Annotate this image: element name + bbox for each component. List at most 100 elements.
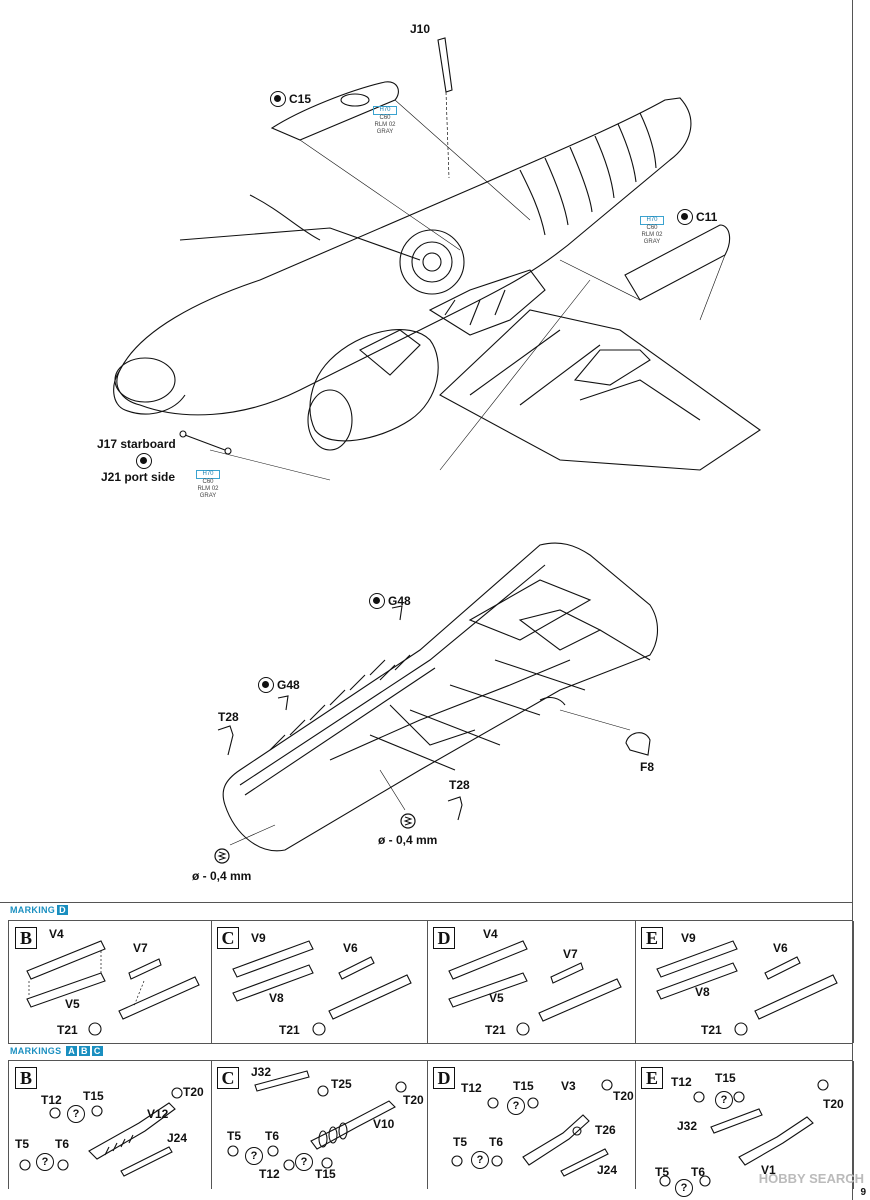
part-label: T21 [701,1023,722,1037]
page-number: 9 [860,1187,866,1198]
marking-panel: E T12 T15 T20 J32 T5 T6 V1 ? ? [635,1061,854,1197]
part-label: T6 [55,1137,70,1151]
marking-panel: B V4 V7 V5 T21 [9,921,212,1043]
paint-callout: H70 C60 RLM 02 GRAY [373,106,397,135]
part-label-c15: C15 [289,92,312,106]
part-label: V5 [65,997,80,1011]
glue-icon [369,593,385,609]
marking-letter: C [217,1067,239,1089]
part-label: V6 [773,941,788,955]
page-border-right [852,0,853,1200]
watermark: HOBBY SEARCH [758,1171,864,1186]
part-label-g48: G48 [388,594,411,608]
part-label: T6 [265,1129,280,1143]
part-label: J24 [167,1131,188,1145]
part-label: J24 [597,1163,618,1177]
exhaust-drawing [227,1070,407,1171]
marking-letter: E [641,1067,663,1089]
part-label: T21 [57,1023,78,1037]
exhaust-drawing [656,940,838,1036]
part-label: T5 [227,1129,242,1143]
part-label: V4 [49,927,64,941]
part-label: V8 [269,991,284,1005]
part-label: T12 [461,1081,482,1095]
part-label: V10 [373,1117,395,1131]
optional-part-icon: ? [67,1105,85,1123]
part-label: V3 [561,1079,576,1093]
part-label: V8 [695,985,710,999]
marking-panel: C J32 T25 T20 V10 T5 T6 T12 T15 ? ? [211,1061,428,1189]
panel-row: B V4 V7 V5 T21 C V9 V6 [8,920,854,1044]
glue-icon [258,677,274,693]
fuselage-drawing [113,37,761,481]
part-label: T26 [595,1123,616,1137]
part-label: V5 [489,991,504,1005]
part-label: T25 [331,1077,352,1091]
marking-letter: B [15,1067,37,1089]
panel-row: B T12 T15 T20 V12 J24 T5 T6 ? ? C J32 [8,1060,854,1197]
exhaust-drawing [451,1079,613,1177]
part-label-c11: C11 [696,210,718,224]
paint-callout: H70 C60 RLM 02 GRAY [196,470,220,499]
part-label-j10: J10 [410,22,431,36]
part-label: V9 [681,931,696,945]
part-label-t28: T28 [218,710,239,724]
part-label: T15 [83,1089,104,1103]
marking-letter: D [433,1067,455,1089]
marking-letter: E [641,927,663,949]
part-label: T15 [513,1079,534,1093]
exhaust-drawing [448,940,622,1036]
marking-letter: C [217,927,239,949]
part-label: T12 [671,1075,692,1089]
part-label: T15 [315,1167,336,1181]
part-label: V4 [483,927,498,941]
section-rule [0,902,852,903]
glue-icon [677,209,693,225]
part-label: T20 [613,1089,634,1103]
part-label: T6 [691,1165,706,1179]
part-label: T21 [279,1023,300,1037]
part-label: J32 [677,1119,698,1133]
wing-drawing [214,542,659,864]
part-label: V6 [343,941,358,955]
part-label-t28: T28 [449,778,470,792]
part-label: T15 [715,1071,736,1085]
part-label-j17: J17 starboard [97,437,176,451]
exhaust-drawing [232,940,412,1036]
marking-letter: B [15,927,37,949]
part-label: V1 [761,1163,776,1177]
glue-icon [270,91,286,107]
part-label: J32 [251,1065,272,1079]
exhaust-drawing [19,1087,183,1177]
part-label: T20 [823,1097,844,1111]
part-label: T21 [485,1023,506,1037]
part-label: T5 [453,1135,468,1149]
marking-panel: D T12 T15 V3 T20 T26 T5 T6 J24 ? ? [427,1061,636,1189]
part-label-f8: F8 [640,760,655,774]
marking-panel: C V9 V6 V8 T21 [211,921,428,1043]
drill-label: ø - 0,4 mm [378,833,438,847]
part-label: V7 [563,947,578,961]
part-label-g48: G48 [277,678,300,692]
marking-letter: D [433,927,455,949]
optional-part-icon: ? [471,1151,489,1169]
optional-part-icon: ? [295,1153,313,1171]
paint-callout: H70 C60 RLM 02 GRAY [640,216,664,245]
optional-part-icon: ? [245,1147,263,1165]
part-label-j21: J21 port side [101,470,176,484]
fuselage-assembly: J10 C15 H70 C60 RLM 02 GRAY H70 C60 RLM … [0,0,870,520]
part-label: V7 [133,941,148,955]
exhaust-drawing [659,1079,829,1187]
optional-part-icon: ? [36,1153,54,1171]
part-label: T12 [259,1167,280,1181]
part-label: T5 [15,1137,30,1151]
part-label: V9 [251,931,266,945]
optional-part-icon: ? [675,1179,693,1197]
wing-assembly: G48 G48 T28 T28 F8 ø - 0,4 mm ø - 0,4 mm [0,520,870,900]
part-label: T12 [41,1093,62,1107]
part-label: T20 [183,1085,204,1099]
